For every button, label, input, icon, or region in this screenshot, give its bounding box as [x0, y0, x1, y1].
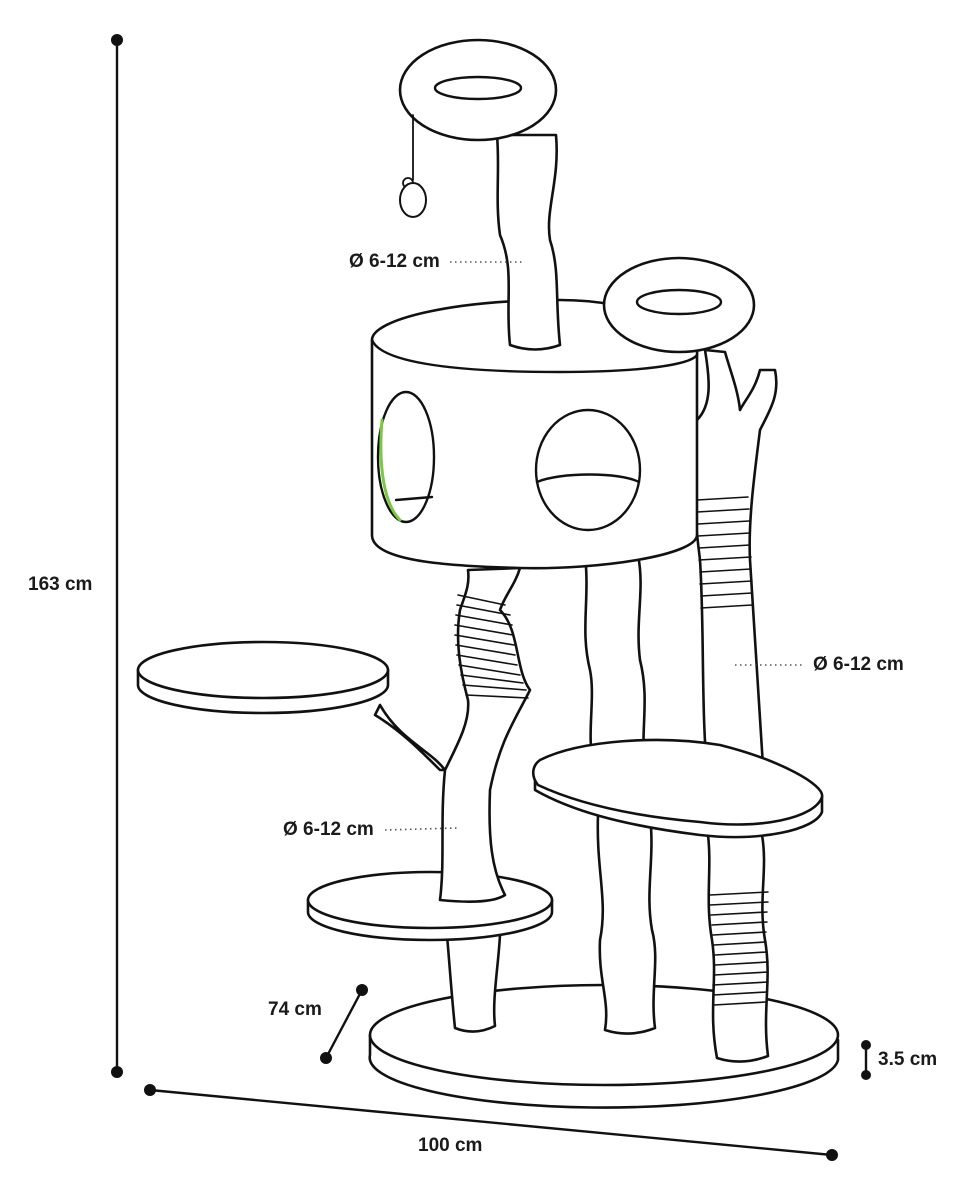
mid-right-platform — [531, 738, 824, 839]
hanging-toy-icon — [399, 114, 427, 218]
top-ring-platform — [398, 38, 558, 142]
depth-dimension-line — [320, 984, 368, 1064]
right-ring-platform — [602, 256, 756, 354]
lower-middle-post — [596, 813, 657, 1035]
lower-left-post — [445, 933, 502, 1033]
depth-label: 74 cm — [268, 999, 322, 1020]
lower-left-platform — [306, 870, 554, 942]
right-sisal-post — [692, 348, 778, 805]
top-post-diameter-label: Ø 6-12 cm — [349, 251, 440, 272]
height-dimension-line — [111, 34, 123, 1078]
left-trunk-leader — [384, 827, 458, 831]
lower-right-sisal-post — [706, 833, 770, 1063]
height-label: 163 cm — [28, 574, 93, 595]
condo-box — [370, 298, 699, 570]
left-trunk — [373, 566, 532, 903]
base-thickness-dimension-line — [861, 1040, 871, 1080]
right-post-diameter-label: Ø 6-12 cm — [813, 654, 904, 675]
left-trunk-diameter-label: Ø 6-12 cm — [283, 819, 374, 840]
width-label: 100 cm — [418, 1135, 483, 1156]
top-post — [495, 133, 562, 351]
base-thickness-label: 3.5 cm — [878, 1049, 938, 1070]
middle-post — [583, 553, 647, 773]
width-dimension-line — [144, 1084, 838, 1161]
top-left-platform — [136, 640, 390, 715]
